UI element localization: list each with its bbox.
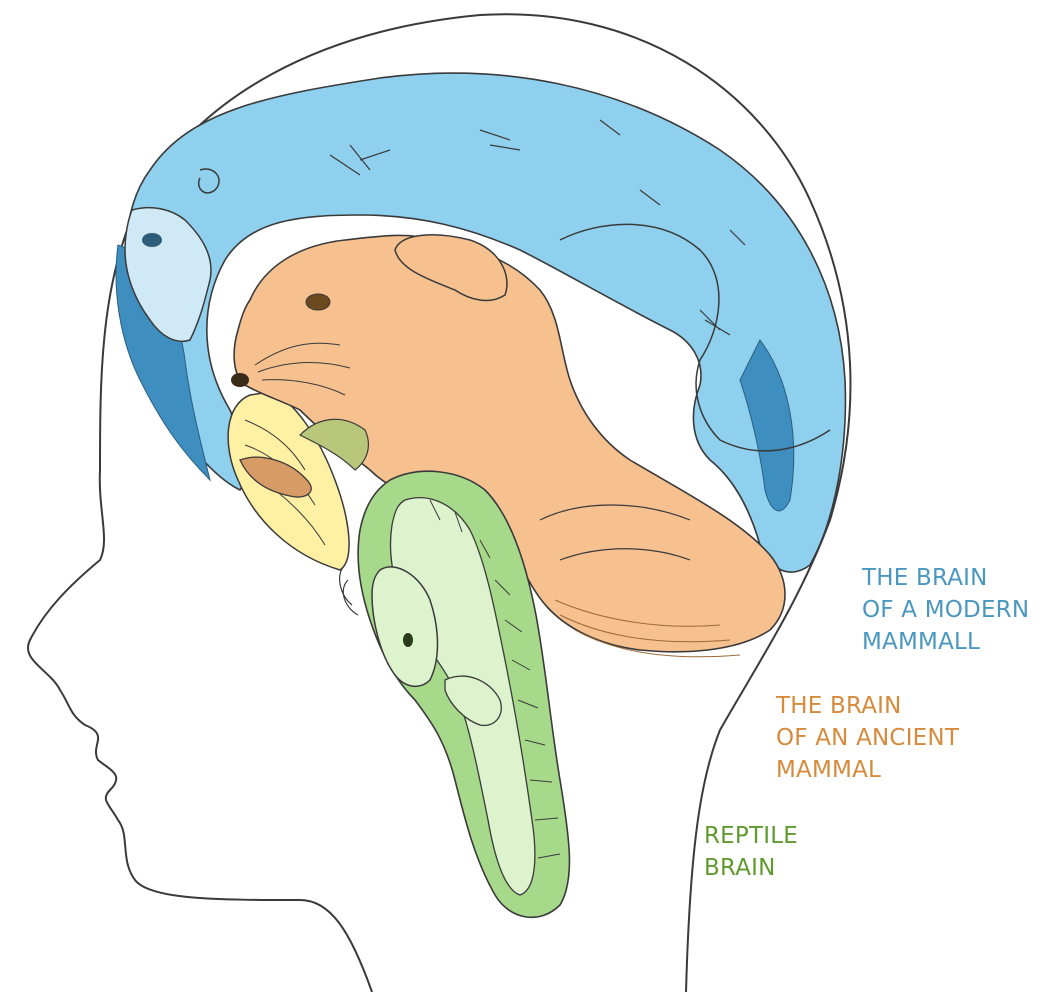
label-modern-line-2: OF A MODERN bbox=[862, 594, 1029, 626]
hamster-eye bbox=[306, 294, 330, 310]
label-modern-mammal-brain: THE BRAIN OF A MODERN MAMMALL bbox=[862, 562, 1029, 658]
label-ancient-line-3: MAMMAL bbox=[776, 754, 959, 786]
lizard-eye bbox=[403, 633, 413, 647]
gorilla-eye bbox=[142, 233, 162, 247]
lizard-claw bbox=[340, 565, 358, 615]
label-reptile-line-2: BRAIN bbox=[704, 852, 798, 884]
label-modern-line-1: THE BRAIN bbox=[862, 562, 1029, 594]
label-reptile-line-1: REPTILE bbox=[704, 820, 798, 852]
label-modern-line-3: MAMMALL bbox=[862, 626, 1029, 658]
label-ancient-line-1: THE BRAIN bbox=[776, 690, 959, 722]
label-ancient-mammal-brain: THE BRAIN OF AN ANCIENT MAMMAL bbox=[776, 690, 959, 786]
hamster-nose bbox=[231, 373, 249, 387]
label-reptile-brain: REPTILE BRAIN bbox=[704, 820, 798, 884]
label-ancient-line-2: OF AN ANCIENT bbox=[776, 722, 959, 754]
